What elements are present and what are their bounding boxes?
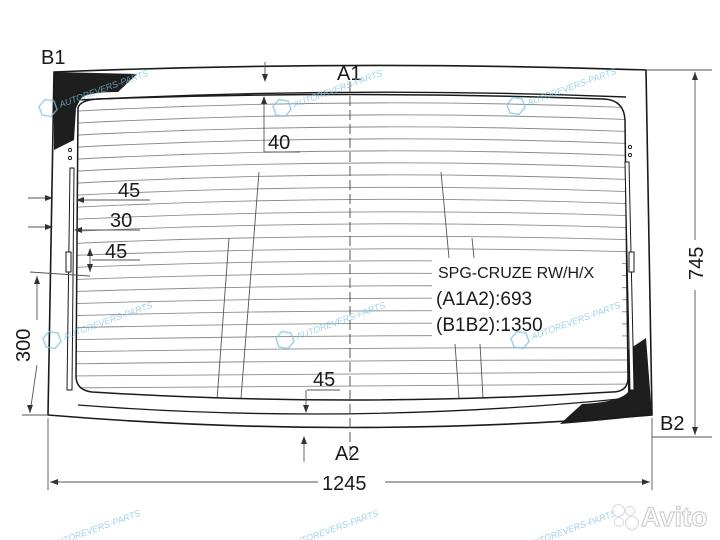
point-label-a2: A2	[335, 443, 359, 465]
avito-logo: Avito	[612, 500, 718, 534]
dim-top-40	[261, 62, 300, 153]
measurement-b1b2: (B1B2):1350	[436, 315, 543, 336]
dim-width-1245	[47, 418, 653, 490]
dim-label-745: 745	[686, 247, 708, 280]
dim-left-300	[22, 271, 91, 416]
dim-side-offsets	[28, 195, 150, 272]
watermark-text: AUTOREVERS-PARTS	[49, 508, 142, 540]
watermark-text: AUTOREVERS-PARTS	[287, 508, 380, 540]
point-label-b2: B2	[660, 413, 684, 435]
part-code: SPG-CRUZE RW/H/X	[438, 265, 594, 282]
dim-label-1245: 1245	[322, 473, 367, 495]
dim-label-45-upper: 45	[118, 180, 140, 202]
watermark-text: AUTOREVERS-PARTS	[525, 508, 618, 540]
dim-label-45-lower: 45	[105, 241, 127, 263]
terminal-left	[65, 147, 75, 391]
point-label-b1: B1	[41, 47, 65, 69]
dim-height-745	[646, 69, 712, 438]
measurement-a1a2: (A1A2):693	[436, 289, 532, 310]
black-band-bottom-right	[560, 338, 652, 424]
black-band-top-left	[54, 72, 137, 150]
avito-dots-icon	[612, 504, 639, 530]
watermark-text: AUTOREVERS-PARTS	[61, 300, 154, 342]
dim-label-40: 40	[268, 132, 290, 154]
dim-bottom-45	[301, 389, 340, 462]
avito-wordmark: Avito	[640, 501, 708, 532]
dim-label-45-bottom: 45	[313, 369, 335, 391]
glass-outline	[47, 64, 653, 429]
dim-label-300: 300	[13, 329, 35, 362]
watermark-text: AUTOREVERS-PARTS	[525, 66, 618, 108]
dim-label-30: 30	[110, 210, 132, 232]
point-label-a1: A1	[337, 63, 361, 85]
terminal-right	[624, 144, 635, 391]
